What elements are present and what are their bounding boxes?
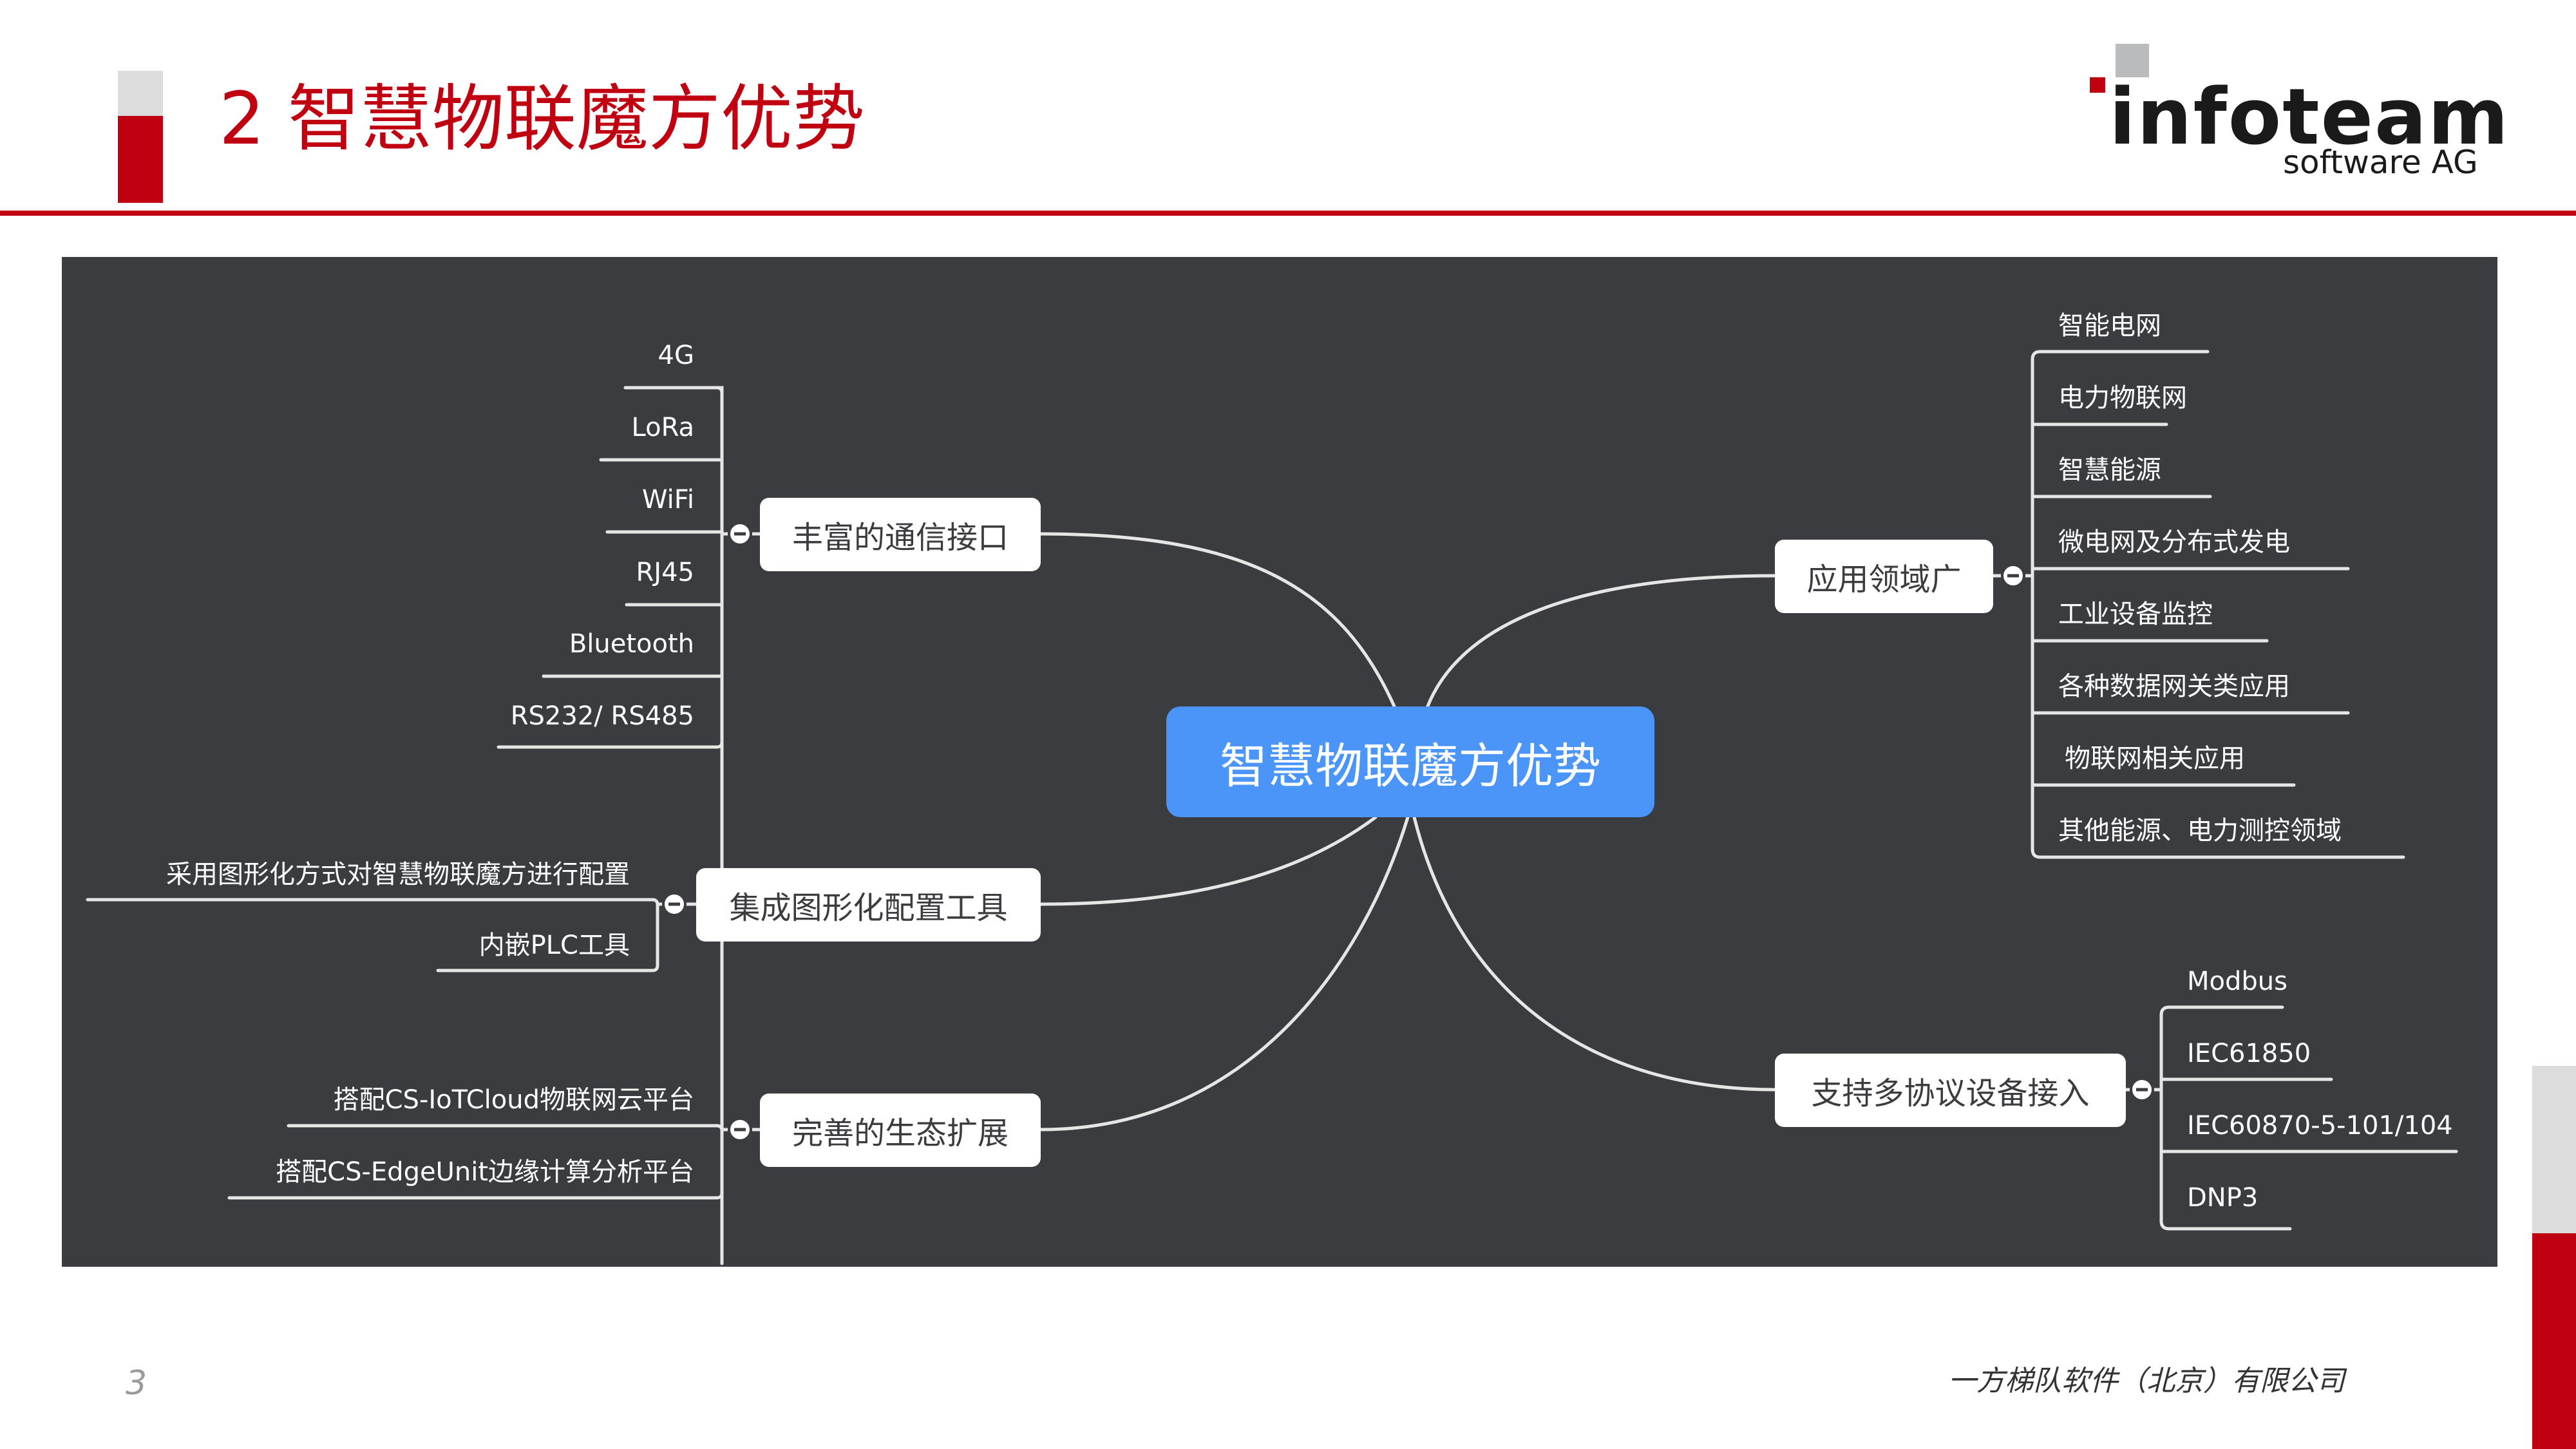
leaf-iec60870: IEC60870-5-101/104 (2187, 1111, 2453, 1141)
branch-multi-protocol[interactable]: 支持多协议设备接入 (1775, 1054, 2126, 1127)
toggle-eco (728, 1117, 752, 1142)
toggle-proto (2130, 1077, 2154, 1102)
logo-gray-square (2116, 44, 2149, 77)
logo-wordmark: infoteam (2109, 73, 2510, 162)
leaf-industrial-monitoring: 工业设备监控 (2058, 600, 2213, 629)
leaf-edgeunit: 搭配CS-EdgeUnit边缘计算分析平台 (276, 1157, 694, 1187)
edge-accent-gray (2532, 1066, 2576, 1233)
logo-red-square (2090, 77, 2105, 93)
toggle-comm (728, 522, 752, 546)
leaf-modbus: Modbus (2187, 967, 2287, 996)
header-rule (0, 211, 2576, 216)
leaf-other-energy: 其他能源、电力测控领域 (2058, 816, 2342, 846)
mindmap-panel: 智慧物联魔方优势 丰富的通信接口 集成图形化配置工具 完善的生态扩展 应用领域广… (62, 257, 2497, 1267)
leaf-bluetooth: Bluetooth (569, 629, 694, 659)
slide-title: 2 智慧物联魔方优势 (219, 77, 865, 161)
leaf-iec61850: IEC61850 (2187, 1039, 2311, 1068)
leaf-data-gateway: 各种数据网关类应用 (2058, 672, 2290, 701)
logo (2087, 39, 2524, 187)
branch-communication-interfaces[interactable]: 丰富的通信接口 (760, 498, 1041, 571)
leaf-iotcloud: 搭配CS-IoTCloud物联网云平台 (333, 1085, 694, 1115)
branch-config-tool[interactable]: 集成图形化配置工具 (696, 868, 1041, 942)
leaf-embedded-plc: 内嵌PLC工具 (478, 931, 630, 960)
title-accent-red (118, 116, 163, 203)
collapse-toggles (662, 522, 2154, 1142)
leaf-power-iot: 电力物联网 (2058, 383, 2187, 413)
mindmap-connectors (86, 350, 2458, 1265)
leaf-smart-grid: 智能电网 (2058, 311, 2161, 341)
leaf-dnp3: DNP3 (2187, 1183, 2259, 1213)
leaf-smart-energy: 智慧能源 (2058, 455, 2161, 485)
branch-application-fields[interactable]: 应用领域广 (1775, 540, 1993, 613)
leaf-graphical-config: 采用图形化方式对智慧物联魔方进行配置 (166, 860, 630, 889)
leaf-lora: LoRa (631, 413, 694, 442)
leaf-wifi: WiFi (642, 485, 694, 515)
title-accent-gray (118, 71, 163, 116)
leaf-rs232-rs485: RS232/ RS485 (510, 701, 694, 731)
footer-company: 一方梯队软件（北京）有限公司 (1948, 1365, 2345, 1397)
leaf-iot-apps: 物联网相关应用 (2065, 744, 2245, 773)
leaf-microgrid: 微电网及分布式发电 (2058, 527, 2290, 557)
logo-subtitle: software AG (2283, 144, 2478, 181)
branch-ecosystem[interactable]: 完善的生态扩展 (760, 1094, 1041, 1167)
leaf-rj45: RJ45 (636, 558, 695, 587)
toggle-app (2001, 564, 2025, 588)
leaf-4g: 4G (658, 341, 694, 370)
page-number: 3 (126, 1364, 147, 1403)
toggle-tool (662, 892, 687, 916)
edge-accent-red (2532, 1233, 2576, 1449)
center-node[interactable]: 智慧物联魔方优势 (1166, 706, 1654, 817)
